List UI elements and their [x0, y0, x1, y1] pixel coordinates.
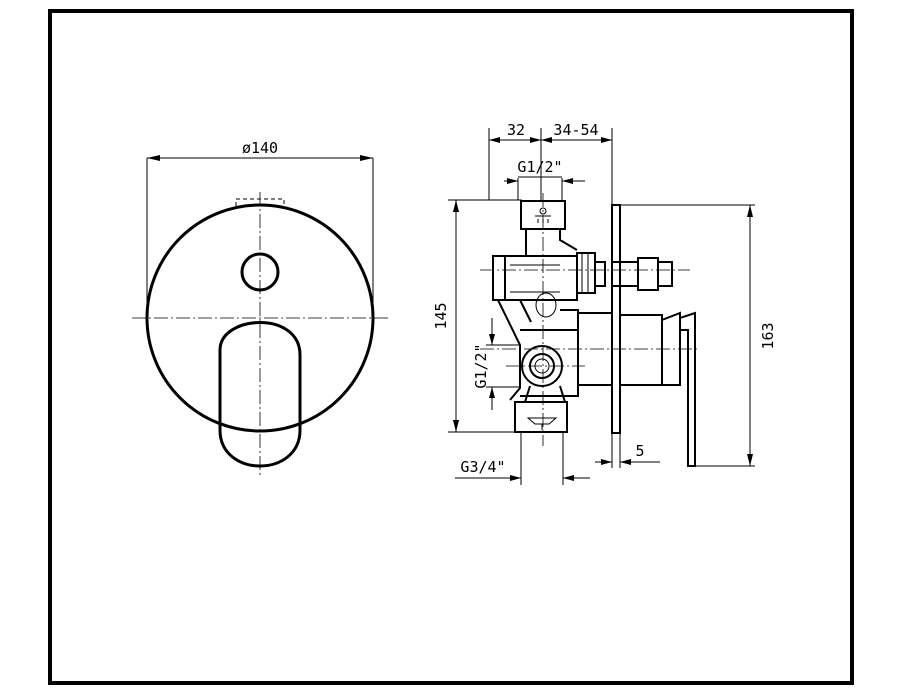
lever-handle [218, 321, 302, 468]
height-total-label: 163 [759, 322, 777, 349]
bottom-outlet-label: G3/4" [460, 458, 505, 476]
cover-plate-side [611, 204, 621, 434]
diverter-knob [240, 252, 280, 292]
front-view: ø140 [132, 139, 388, 476]
valve-body [492, 200, 681, 433]
side-view: 32 34-54 G1/2" 145 163 G1/2" [432, 121, 777, 485]
depth-body-label: 32 [507, 121, 525, 139]
plate-thickness-label: 5 [635, 442, 644, 460]
lever-side [679, 311, 696, 467]
drawing-frame [48, 9, 854, 685]
height-body-label: 145 [432, 302, 450, 329]
top-inlet-label: G1/2" [517, 158, 562, 176]
depth-range-label: 34-54 [553, 121, 598, 139]
front-diameter-label: ø140 [242, 139, 278, 157]
side-inlet-label: G1/2" [472, 343, 490, 388]
